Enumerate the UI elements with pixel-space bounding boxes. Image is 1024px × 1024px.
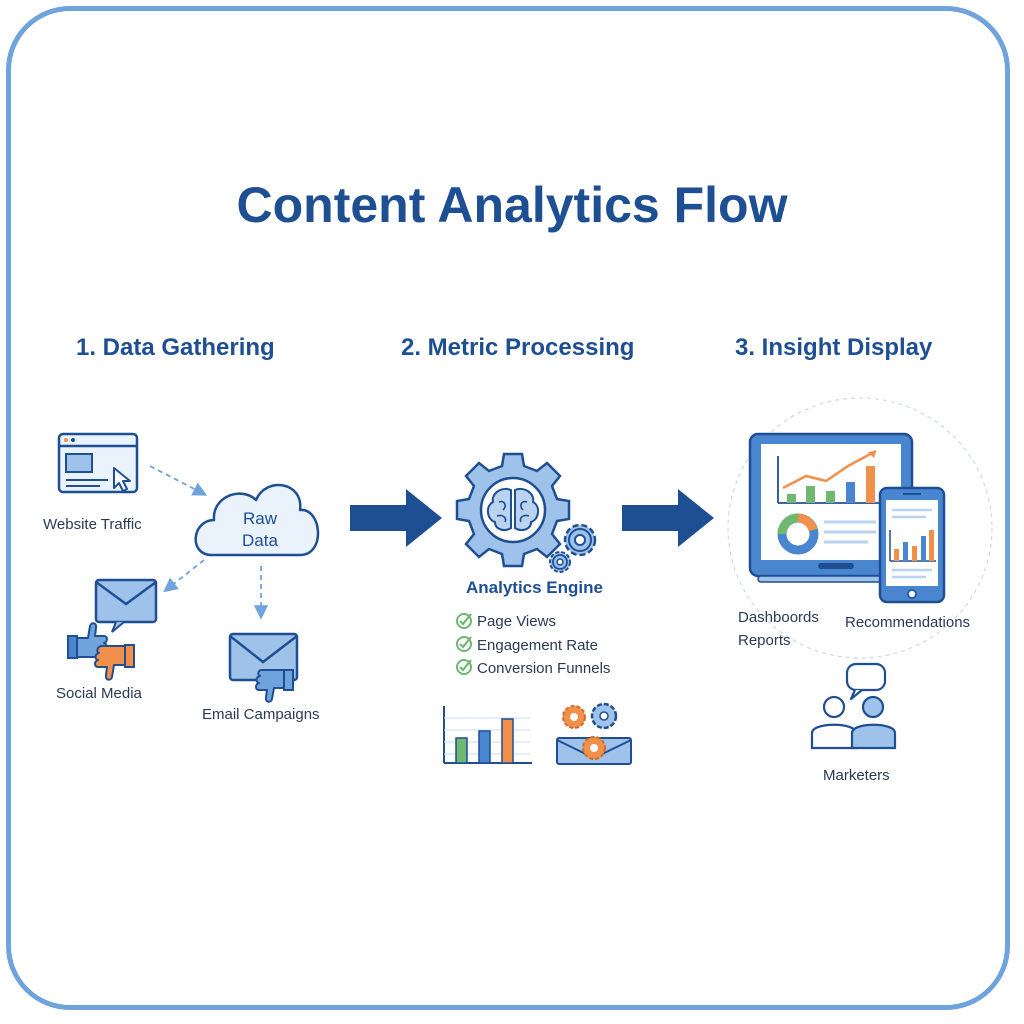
flow-connectors — [149, 465, 269, 620]
right-arrow-icon — [350, 489, 442, 547]
stage-heading-gathering: 1. Data Gathering — [76, 334, 275, 361]
envelope-icon — [228, 632, 299, 703]
people-chat-icon — [810, 662, 897, 750]
cloud-label-line1: Raw — [242, 509, 277, 528]
metric-item: Engagement Rate — [455, 634, 610, 658]
email-campaigns-label: Email Campaigns — [202, 706, 320, 723]
social-media-label: Social Media — [56, 685, 142, 702]
gears-envelope-icon — [556, 702, 632, 765]
check-icon — [456, 659, 472, 675]
stage-heading-processing: 2. Metric Processing — [401, 334, 635, 361]
browser-window-icon — [57, 432, 139, 494]
monitor-dashboard-icon — [748, 432, 914, 583]
check-icon — [456, 636, 472, 652]
cloud-label: Raw Data — [232, 508, 288, 552]
analytics-engine-label: Analytics Engine — [466, 578, 603, 597]
website-traffic-label: Website Traffic — [43, 516, 142, 533]
check-icon — [456, 613, 472, 629]
metric-page-views: Page Views — [477, 613, 556, 631]
bar-chart-icon — [443, 706, 532, 764]
phone-chart-icon — [878, 486, 946, 604]
reports-label: Reports — [738, 632, 791, 649]
cloud-icon — [194, 483, 320, 557]
metric-list: Page Views Engagement Rate Conversion Fu… — [455, 610, 610, 681]
cloud-label-line2: Data — [242, 531, 278, 550]
social-like-dislike-icon — [67, 578, 158, 681]
gear-brain-icon — [455, 452, 597, 573]
orbit-decoration — [727, 397, 993, 659]
marketers-label: Marketers — [823, 767, 890, 784]
metric-engagement-rate: Engagement Rate — [477, 636, 598, 654]
metric-item: Conversion Funnels — [455, 657, 610, 681]
recommendations-label: Recommendations — [845, 614, 971, 631]
diagram-title: Content Analytics Flow — [236, 177, 788, 233]
metric-item: Page Views — [455, 610, 610, 634]
metric-conversion-funnels: Conversion Funnels — [477, 660, 611, 678]
dashboards-label: Dashboords — [738, 609, 819, 626]
right-arrow-icon — [622, 489, 714, 547]
stage-heading-display: 3. Insight Display — [735, 334, 933, 361]
